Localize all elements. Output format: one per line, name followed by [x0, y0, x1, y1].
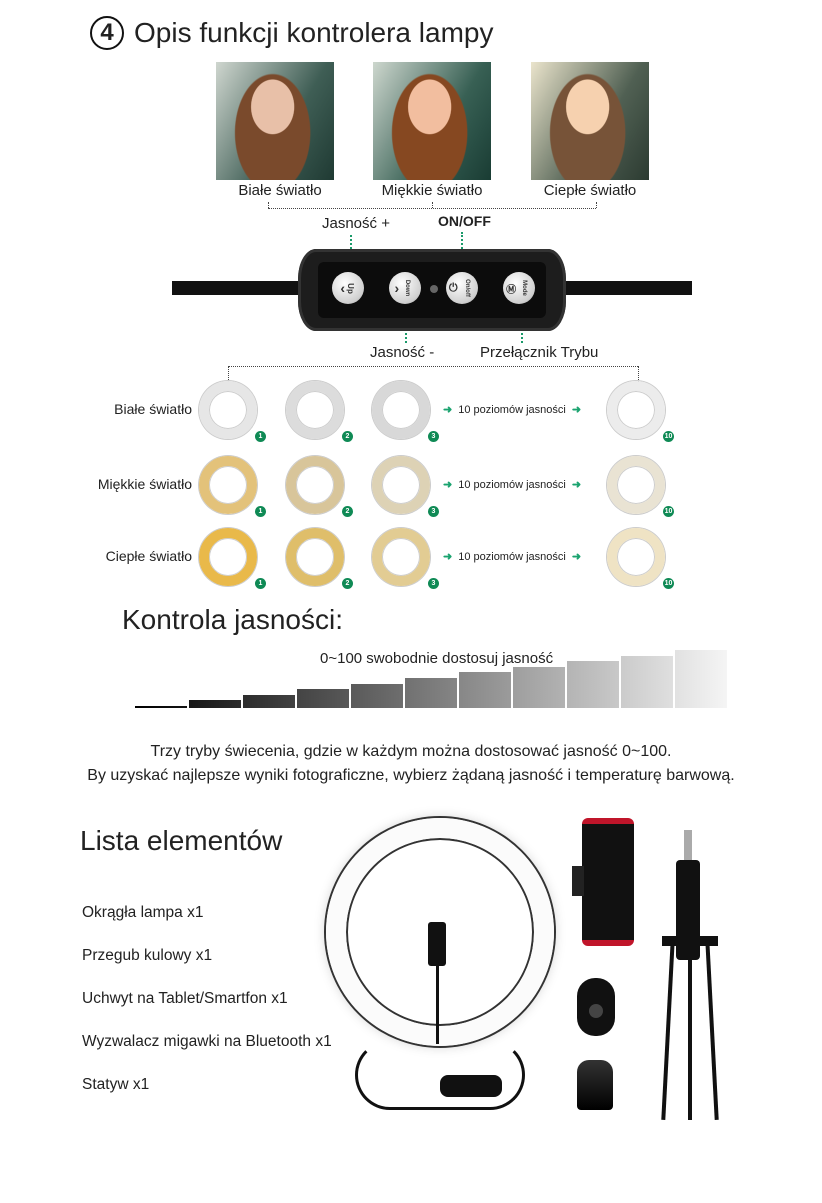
arrow-right-icon: ➜	[443, 404, 453, 416]
level-badge: 10	[663, 506, 674, 517]
divider	[268, 202, 269, 208]
description-line: Trzy tryby świecenia, gdzie w każdym moż…	[150, 743, 672, 760]
holder-mount	[572, 866, 584, 896]
bluetooth-remote-image	[577, 978, 615, 1036]
usb-cable-image	[355, 1040, 525, 1110]
inline-controller-image	[440, 1075, 502, 1097]
section-title: 4 Opis funkcji kontrolera lampy	[90, 16, 493, 50]
up-button[interactable]: ‹Up	[332, 272, 364, 304]
ring-level	[372, 456, 430, 514]
package-item: Przegub kulowy x1	[82, 947, 213, 964]
level-badge: 3	[428, 578, 439, 589]
arrow-right-icon: ➜	[443, 479, 453, 491]
down-button[interactable]: ›Down	[389, 272, 421, 304]
divider	[228, 366, 229, 382]
divider	[228, 366, 638, 367]
package-title: Lista elementów	[80, 825, 283, 856]
brightness-step	[297, 689, 349, 708]
step-number: 4	[90, 16, 124, 50]
label-brightness-down: Jasność -	[370, 344, 435, 361]
tripod-leg	[688, 940, 692, 1120]
ring-level	[607, 381, 665, 439]
package-item: Wyzwalacz migawki na Bluetooth x1	[82, 1033, 332, 1050]
level-badge: 2	[342, 431, 353, 442]
package-item: Statyw x1	[82, 1076, 150, 1093]
mode-icon: Ⓜ	[506, 284, 517, 296]
package-item: Uchwyt na Tablet/Smartfon x1	[82, 990, 288, 1007]
ring-level	[607, 456, 665, 514]
brightness-step	[405, 678, 457, 708]
level-badge: 1	[255, 506, 266, 517]
arrow-right-icon: ➜	[571, 404, 582, 416]
brightness-step	[567, 661, 619, 708]
gooseneck	[436, 966, 439, 1044]
ring-level	[286, 381, 344, 439]
brightness-step	[351, 683, 403, 708]
ring-level	[607, 528, 665, 586]
tripod-screw	[684, 830, 692, 870]
ring-row-label: Miękkie światło	[97, 476, 192, 492]
brightness-step	[621, 655, 673, 708]
photo-soft-light	[373, 62, 491, 180]
ring-level	[286, 528, 344, 586]
ring-level	[199, 528, 257, 586]
title-text: Opis funkcji kontrolera lampy	[134, 17, 494, 48]
level-badge: 10	[663, 431, 674, 442]
ball-head-image	[577, 1060, 613, 1110]
level-badge: 10	[663, 578, 674, 589]
caption-warm: Ciepłe światło	[543, 182, 637, 199]
divider	[432, 202, 433, 208]
brightness-step	[513, 666, 565, 708]
chevron-right-icon: ›	[394, 280, 400, 296]
power-icon: ⏻	[448, 281, 458, 294]
arrow-right-icon: ➜	[571, 551, 582, 563]
label-onoff: ON/OFF	[438, 213, 491, 229]
level-badge: 3	[428, 431, 439, 442]
ring-level	[372, 381, 430, 439]
level-badge: 1	[255, 431, 266, 442]
ring-level	[199, 381, 257, 439]
package-item: Okrągła lampa x1	[82, 904, 204, 921]
caption-white: Białe światło	[238, 182, 322, 199]
onoff-button[interactable]: ⏻On/off	[446, 272, 478, 304]
divider	[638, 366, 639, 382]
level-badge: 2	[342, 578, 353, 589]
tripod-leg	[661, 940, 675, 1120]
chevron-left-icon: ‹	[340, 280, 345, 296]
brightness-step	[243, 694, 295, 708]
brightness-subtitle: 0~100 swobodnie dostosuj jasność	[320, 650, 554, 667]
ring-row-label: Białe światło	[114, 401, 192, 417]
levels-note: ➜10 poziomów jasności➜	[443, 403, 582, 417]
levels-note: ➜10 poziomów jasności➜	[443, 478, 582, 492]
brightness-title: Kontrola jasności:	[122, 604, 344, 635]
brightness-step	[459, 672, 511, 708]
divider	[268, 208, 596, 209]
arrow-right-icon: ➜	[443, 551, 453, 563]
tablet-holder-image	[582, 818, 634, 946]
level-badge: 2	[342, 506, 353, 517]
phone-clip-image	[428, 922, 446, 966]
ring-level	[199, 456, 257, 514]
description: Trzy tryby świecenia, gdzie w każdym moż…	[0, 740, 822, 788]
label-mode-switch: Przełącznik Trybu	[480, 344, 599, 361]
ring-row-label: Ciepłe światło	[105, 548, 192, 564]
levels-note: ➜10 poziomów jasności➜	[443, 550, 582, 564]
photo-warm-light	[531, 62, 649, 180]
ring-level	[286, 456, 344, 514]
arrow-right-icon: ➜	[571, 479, 582, 491]
level-badge: 3	[428, 506, 439, 517]
photo-white-light	[216, 62, 334, 180]
description-line: By uzyskać najlepsze wyniki fotograficzn…	[87, 767, 735, 784]
level-badge: 1	[255, 578, 266, 589]
indicator-led	[430, 285, 438, 293]
brightness-step	[675, 650, 727, 708]
divider	[596, 202, 597, 208]
tripod-leg	[705, 940, 719, 1120]
brightness-step	[189, 700, 241, 708]
ring-level	[372, 528, 430, 586]
brightness-step	[135, 706, 187, 708]
label-brightness-up: Jasność +	[322, 215, 390, 232]
caption-soft: Miękkie światło	[381, 182, 483, 199]
